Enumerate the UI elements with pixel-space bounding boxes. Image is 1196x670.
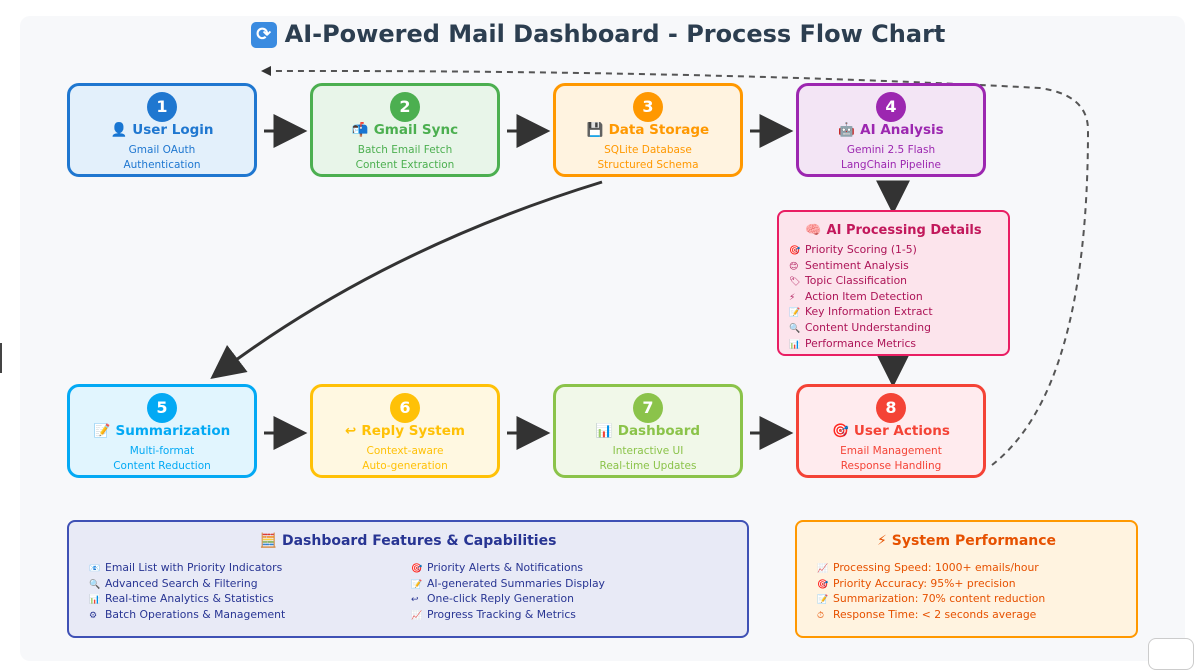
trend-icon: 📈 [411, 610, 423, 621]
user-icon: 👤 [110, 122, 128, 138]
step-detail-line: Response Handling [840, 460, 942, 472]
step-detail-line: Interactive UI [612, 445, 684, 457]
target-icon: 🎯 [817, 579, 829, 590]
bar-chart-icon: 📊 [789, 339, 801, 350]
step-label: Gmail Sync [373, 122, 459, 138]
step-detail-line: SQLite Database [604, 144, 692, 156]
step-detail-line: Gmail OAuth [128, 144, 196, 156]
step-label: User Actions [853, 423, 950, 439]
list-item: 🔍Content Understanding [789, 321, 1008, 337]
mailbox-icon: 📧 [89, 564, 101, 574]
list-item: 🎯Priority Accuracy: 95%+ precision [817, 577, 1045, 593]
magnifier-icon: 🔍 [89, 579, 101, 590]
mailbox-icon: 📬 [351, 122, 369, 138]
reply-icon: ↩ [345, 423, 357, 439]
stopwatch-icon: ⏱ [817, 610, 825, 621]
list-item: 📝AI-generated Summaries Display [411, 577, 605, 593]
list-item: ⚡Action Item Detection [789, 290, 1008, 306]
smile-icon: 😊 [789, 261, 799, 272]
corner-widget-button[interactable] [1148, 638, 1194, 670]
feedback-loop-arrow [261, 65, 1090, 466]
brain-icon: 🧠 [805, 223, 822, 238]
step-number-badge: 6 [390, 393, 420, 423]
step-number-badge: 4 [876, 92, 906, 122]
step-label: User Login [132, 122, 214, 138]
floppy-disk-icon: 💾 [586, 122, 604, 138]
list-item: 🎯Priority Alerts & Notifications [411, 561, 605, 577]
step-detail-line: Structured Schema [597, 159, 699, 171]
step-number-badge: 3 [633, 92, 663, 122]
bar-chart-icon: 📊 [595, 423, 613, 439]
list-item: 📧Email List with Priority Indicators [89, 561, 285, 577]
memo-icon: 📝 [817, 595, 829, 606]
magnifier-icon: 🔍 [789, 323, 801, 334]
list-item: 📊Real-time Analytics & Statistics [89, 592, 285, 608]
lightning-icon: ⚡ [876, 533, 887, 549]
step-detail-line: LangChain Pipeline [840, 159, 942, 171]
step-number-badge: 7 [633, 393, 663, 423]
step-number-badge: 1 [147, 92, 177, 122]
step-label: Summarization [115, 423, 231, 439]
list-item: ⏱Response Time: < 2 seconds average [817, 608, 1045, 624]
list-item: 📈Progress Tracking & Metrics [411, 608, 605, 624]
flow-connectors [210, 65, 1090, 466]
step-detail-line: Context-aware [366, 445, 444, 457]
step-number-badge: 5 [147, 393, 177, 423]
memo-icon: 📝 [93, 423, 111, 439]
page-title: ⟳AI-Powered Mail Dashboard - Process Flo… [0, 20, 1196, 48]
refresh-icon: ⟳ [250, 22, 277, 48]
robot-icon: 🤖 [838, 122, 856, 138]
step-detail-line: Email Management [840, 445, 942, 457]
target-icon: 🎯 [411, 564, 423, 574]
tag-icon: 🏷 [789, 277, 801, 288]
step-label: Dashboard [617, 423, 701, 439]
list-item: 📝Key Information Extract [789, 305, 1008, 321]
step-label: AI Analysis [860, 122, 944, 138]
arrow-3-5 [210, 180, 603, 380]
dashboard-features-panel: 🧮Dashboard Features & Capabilities 📧Emai… [67, 520, 749, 638]
list-item: 🎯Priority Scoring (1-5) [789, 243, 1008, 259]
list-item: 📈Processing Speed: 1000+ emails/hour [817, 561, 1045, 577]
step-label: Reply System [361, 423, 465, 439]
list-item: ⚙Batch Operations & Management [89, 608, 285, 624]
memo-icon: 📝 [789, 308, 801, 319]
trend-icon: 📈 [817, 564, 829, 574]
memo-icon: 📝 [411, 579, 423, 590]
gear-icon: ⚙ [89, 610, 98, 621]
step-detail-line: Content Reduction [113, 460, 211, 472]
bar-chart-icon: 📊 [89, 595, 101, 606]
list-item: ↩One-click Reply Generation [411, 592, 605, 608]
step-detail-line: Content Extraction [355, 159, 455, 171]
side-handle[interactable] [0, 343, 2, 373]
list-item: 😊Sentiment Analysis [789, 259, 1008, 275]
system-performance-panel: ⚡System Performance 📈Processing Speed: 1… [795, 520, 1138, 638]
list-item: 🔍Advanced Search & Filtering [89, 577, 285, 593]
step-label: Data Storage [608, 122, 710, 138]
step-detail-line: Authentication [123, 159, 201, 171]
list-item: 🏷Topic Classification [789, 274, 1008, 290]
target-icon: 🎯 [789, 246, 801, 256]
step-number-badge: 2 [390, 92, 420, 122]
step-detail-line: Auto-generation [362, 460, 448, 472]
lightning-icon: ⚡ [789, 292, 796, 303]
list-item: 📊Performance Metrics [789, 337, 1008, 353]
step-detail-line: Multi-format [129, 445, 195, 457]
step-number-badge: 8 [876, 393, 906, 423]
target-icon: 🎯 [832, 423, 849, 439]
ai-processing-details-panel: 🧠AI Processing Details 🎯Priority Scoring… [777, 210, 1010, 356]
list-item: 📝Summarization: 70% content reduction [817, 592, 1045, 608]
step-detail-line: Real-time Updates [599, 460, 697, 472]
step-detail-line: Batch Email Fetch [357, 144, 453, 156]
step-detail-line: Gemini 2.5 Flash [846, 144, 936, 156]
reply-icon: ↩ [411, 595, 419, 606]
calculator-icon: 🧮 [259, 533, 277, 549]
